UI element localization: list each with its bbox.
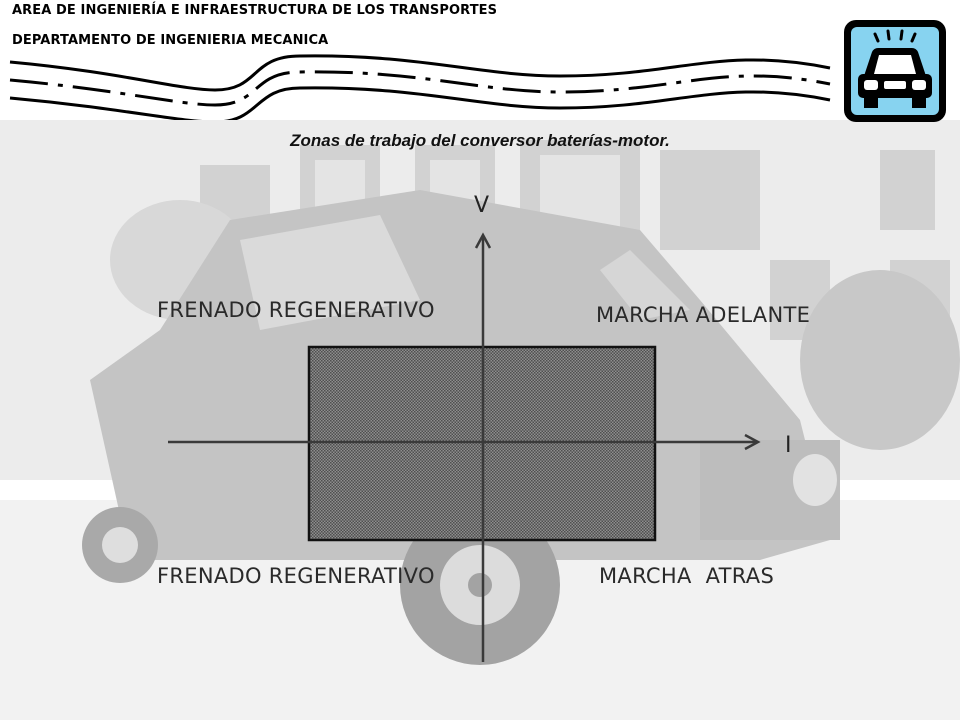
quadrant-label-top-right: MARCHA ADELANTE bbox=[596, 303, 811, 327]
axis-label-v: V bbox=[474, 193, 490, 218]
quadrant-label-bottom-left: FRENADO REGENERATIVO bbox=[157, 564, 435, 588]
quadrant-label-top-left: FRENADO REGENERATIVO bbox=[157, 298, 435, 322]
header-department-area: AREA DE INGENIERÍA E INFRAESTRUCTURA DE … bbox=[12, 3, 498, 18]
voltage-axis bbox=[474, 232, 492, 662]
quadrant-label-bottom-right: MARCHA ATRAS bbox=[599, 564, 775, 588]
current-axis bbox=[168, 433, 761, 451]
slide-title: Zonas de trabajo del conversor baterías-… bbox=[290, 131, 670, 150]
car-front-icon bbox=[844, 20, 946, 122]
axis-label-i: I bbox=[785, 433, 792, 458]
header-department-name: DEPARTAMENTO DE INGENIERIA MECANICA bbox=[12, 33, 329, 48]
road-decoration-icon bbox=[9, 54, 831, 120]
